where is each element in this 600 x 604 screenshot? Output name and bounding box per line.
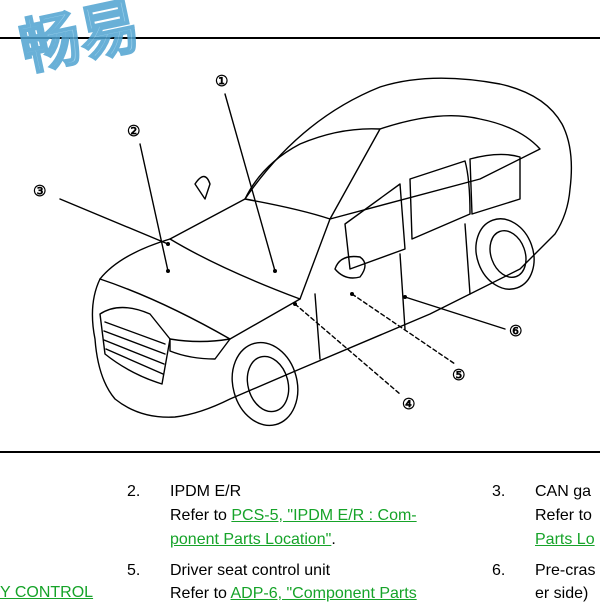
item-6-title: Pre-cras [535, 562, 596, 579]
item-6-refer: er side) [535, 585, 589, 602]
top-rule [0, 37, 600, 39]
item-2-number: 2. [127, 483, 141, 500]
callout-3: ③ [33, 183, 46, 200]
item-3-title: CAN ga [535, 483, 592, 500]
watermark-logo: 畅易 [13, 0, 147, 80]
item-2-refer-cont: ponent Parts Location". [170, 531, 336, 548]
callout-2: ② [127, 123, 140, 140]
item-2-refer: Refer to PCS-5, "IPDM E/R : Com- [170, 507, 417, 524]
bottom-rule [0, 451, 600, 453]
item-5-refer: Refer to ADP-6, "Component Parts [170, 585, 417, 602]
vehicle-illustration: ① ② ③ ④ ⑤ ⑥ [33, 73, 573, 427]
callout-5: ⑤ [452, 367, 465, 384]
item-5-title: Driver seat control unit [170, 562, 331, 579]
left-fragment: Y CONTROL [0, 583, 93, 603]
item-3-link[interactable]: Parts Lo [535, 531, 595, 548]
callout-4: ④ [402, 396, 415, 413]
item-5-link[interactable]: ADP-6, "Component Parts [230, 585, 417, 602]
item-2-link-cont[interactable]: ponent Parts Location" [170, 531, 332, 548]
item-3-number: 3. [492, 483, 506, 500]
item-2-title: IPDM E/R [170, 483, 242, 500]
callout-6: ⑥ [509, 323, 522, 340]
item-5-number: 5. [127, 562, 141, 579]
item-6-number: 6. [492, 562, 506, 579]
item-3-link-line: Parts Lo [535, 530, 595, 550]
item-3-refer: Refer to [535, 507, 592, 524]
callout-1: ① [215, 73, 228, 90]
left-fragment-link[interactable]: Y CONTROL [0, 584, 94, 601]
item-2-link[interactable]: PCS-5, "IPDM E/R : Com- [231, 507, 417, 524]
